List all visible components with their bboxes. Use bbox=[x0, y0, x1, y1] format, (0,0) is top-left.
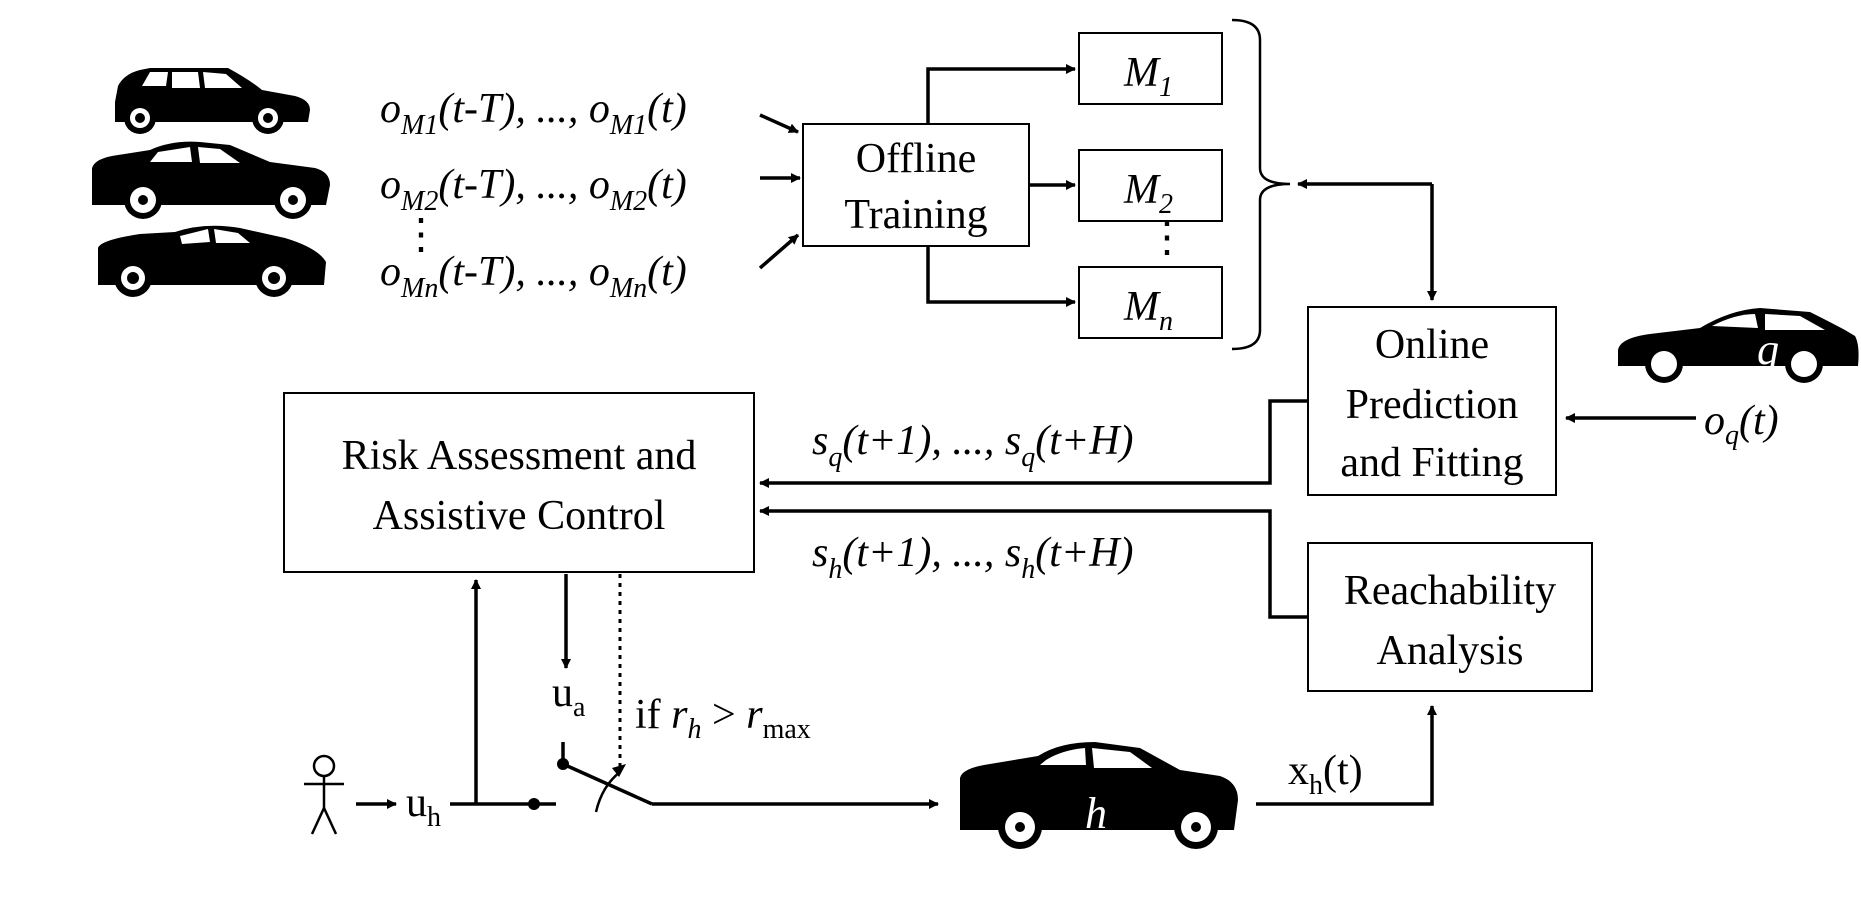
model-1-box: M1 bbox=[1078, 32, 1223, 105]
reachability-to-risk-arrow bbox=[759, 506, 1308, 619]
online-prediction-label-1: Online bbox=[1375, 322, 1489, 368]
online-prediction-label-2: Prediction bbox=[1346, 382, 1519, 428]
switch-condition: if rh > rmax bbox=[635, 692, 811, 745]
switch-actuation-arc bbox=[594, 771, 621, 813]
obs-sequence-m2: oM2(t-T), ..., oM2(t) bbox=[380, 162, 687, 217]
to-model-1-arrow bbox=[926, 64, 1076, 124]
risk-assessment-box: Risk Assessment and Assistive Control bbox=[283, 392, 755, 573]
training-car-1-icon bbox=[115, 68, 310, 134]
input-arrow-3 bbox=[758, 233, 800, 270]
host-state-label: xh(t) bbox=[1288, 748, 1363, 801]
switch-contact-h bbox=[528, 798, 540, 810]
model-vdots: ⋮ bbox=[1146, 215, 1188, 261]
driver-input-label: uh bbox=[406, 780, 441, 833]
model-2-box: M2 bbox=[1078, 149, 1223, 222]
model-n-label: Mn bbox=[1123, 284, 1173, 337]
query-predicted-states: sq(t+1), ..., sq(t+H) bbox=[812, 418, 1134, 473]
model-1-label: M1 bbox=[1123, 50, 1173, 103]
to-model-n-arrow bbox=[926, 246, 1076, 307]
host-car-icon: h bbox=[960, 742, 1238, 849]
input-arrow-1 bbox=[759, 113, 799, 134]
host-state-arrow bbox=[1256, 705, 1437, 806]
offline-training-label-1: Offline bbox=[856, 136, 977, 182]
model-n-box: Mn bbox=[1078, 266, 1223, 339]
reachability-analysis-box: Reachability Analysis bbox=[1307, 542, 1593, 692]
risk-assessment-label-1: Risk Assessment and bbox=[342, 433, 697, 479]
risk-assessment-label-2: Assistive Control bbox=[373, 493, 666, 539]
training-car-3-icon bbox=[98, 225, 326, 297]
obs-sequence-mn: oMn(t-T), ..., oMn(t) bbox=[380, 249, 687, 304]
driver-icon bbox=[304, 754, 344, 835]
prediction-to-risk-arrow bbox=[759, 399, 1308, 488]
model-2-label: M2 bbox=[1123, 167, 1173, 220]
reachability-label-2: Analysis bbox=[1377, 628, 1524, 674]
model-set-brace bbox=[1231, 18, 1291, 351]
host-car-label: h bbox=[1085, 789, 1107, 838]
assistive-input-label: ua bbox=[552, 670, 586, 723]
reachability-label-1: Reachability bbox=[1344, 568, 1556, 614]
input-vdots: ⋮ bbox=[400, 212, 442, 258]
offline-training-box: Offline Training bbox=[802, 123, 1030, 247]
training-car-2-icon bbox=[92, 141, 330, 219]
query-car-icon: q bbox=[1618, 308, 1859, 383]
online-prediction-label-3: and Fitting bbox=[1340, 440, 1523, 486]
online-prediction-box: Online Prediction and Fitting bbox=[1307, 306, 1557, 496]
offline-training-label-2: Training bbox=[844, 192, 987, 238]
query-car-label: q bbox=[1757, 325, 1779, 374]
query-observation: oq(t) bbox=[1704, 398, 1779, 451]
obs-sequence-m1: oM1(t-T), ..., oM1(t) bbox=[380, 86, 687, 141]
switch-actuation-arrowhead bbox=[612, 764, 626, 777]
host-reachable-states: sh(t+1), ..., sh(t+H) bbox=[812, 530, 1134, 585]
